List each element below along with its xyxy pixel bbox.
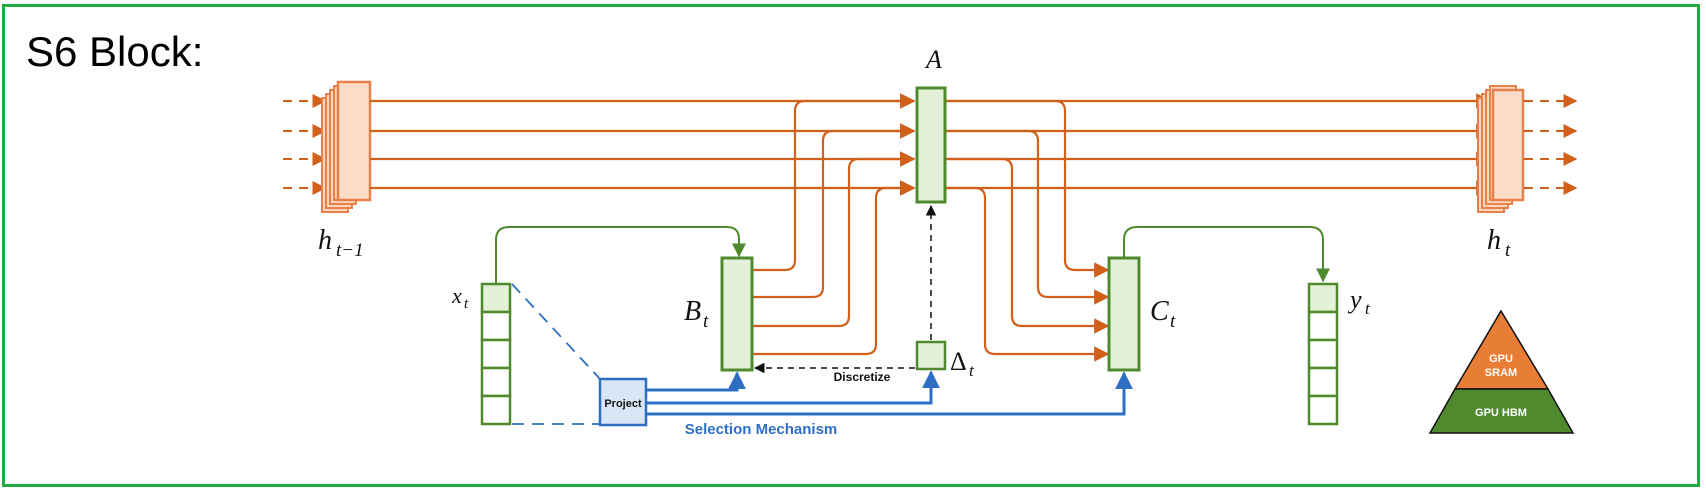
h-next-state-stack bbox=[1477, 85, 1525, 213]
svg-text:h: h bbox=[1487, 225, 1501, 256]
diagram-frame bbox=[2, 4, 1700, 487]
gpu-memory-pyramid: GPU SRAM GPU HBM bbox=[1428, 309, 1575, 434]
svg-text:t: t bbox=[1365, 299, 1371, 318]
svg-text:h: h bbox=[318, 225, 332, 256]
svg-text:t: t bbox=[703, 311, 709, 332]
svg-text:t: t bbox=[969, 361, 975, 380]
A-label: A bbox=[924, 45, 942, 74]
gpu-hbm-tier bbox=[1428, 388, 1575, 434]
projection-dashed-lines bbox=[511, 283, 601, 425]
x-label: x t bbox=[451, 283, 469, 312]
diagram-title: S6 Block: bbox=[26, 28, 204, 75]
svg-text:Δ: Δ bbox=[950, 347, 967, 376]
C-label: C t bbox=[1150, 296, 1176, 332]
selection-mechanism-arrows bbox=[646, 370, 1133, 416]
gpu-sram-label-line2: SRAM bbox=[1485, 367, 1517, 379]
svg-text:x: x bbox=[451, 283, 462, 308]
gpu-hbm-label: GPU HBM bbox=[1475, 407, 1527, 419]
C-matrix-block bbox=[1107, 256, 1141, 372]
discretize-label: Discretize bbox=[834, 370, 891, 384]
h-next-label: h t bbox=[1487, 225, 1511, 261]
svg-text:t: t bbox=[464, 296, 469, 312]
C-to-y-arrow bbox=[1123, 226, 1330, 283]
h-prev-label: h t−1 bbox=[318, 225, 364, 261]
y-label: y t bbox=[1347, 285, 1371, 318]
svg-text:C: C bbox=[1150, 296, 1169, 327]
gpu-sram-label-line1: GPU bbox=[1489, 353, 1513, 365]
state-lines-out-of-A bbox=[945, 93, 1492, 196]
y-output-vector bbox=[1307, 282, 1339, 426]
svg-text:t−1: t−1 bbox=[336, 240, 364, 261]
project-label: Project bbox=[604, 398, 642, 410]
h-prev-dashed-inputs bbox=[283, 94, 327, 195]
A-matrix-block bbox=[915, 86, 947, 204]
B-label: B t bbox=[684, 296, 709, 332]
B-to-A-connections bbox=[752, 93, 916, 356]
svg-text:t: t bbox=[1505, 240, 1511, 261]
svg-text:B: B bbox=[684, 296, 701, 327]
x-to-B-arrow bbox=[495, 226, 746, 284]
delta-block bbox=[915, 340, 947, 371]
h-next-dashed-outputs bbox=[1524, 94, 1578, 195]
svg-text:t: t bbox=[1170, 311, 1176, 332]
B-matrix-block bbox=[720, 256, 754, 372]
delta-label: Δ t bbox=[950, 347, 975, 380]
selection-mechanism-label: Selection Mechanism bbox=[685, 421, 838, 438]
svg-text:y: y bbox=[1347, 285, 1362, 314]
h-prev-state-stack bbox=[321, 80, 372, 213]
state-lines-into-A bbox=[370, 93, 916, 196]
x-input-vector bbox=[480, 282, 512, 426]
A-to-C-connections bbox=[945, 99, 1110, 362]
